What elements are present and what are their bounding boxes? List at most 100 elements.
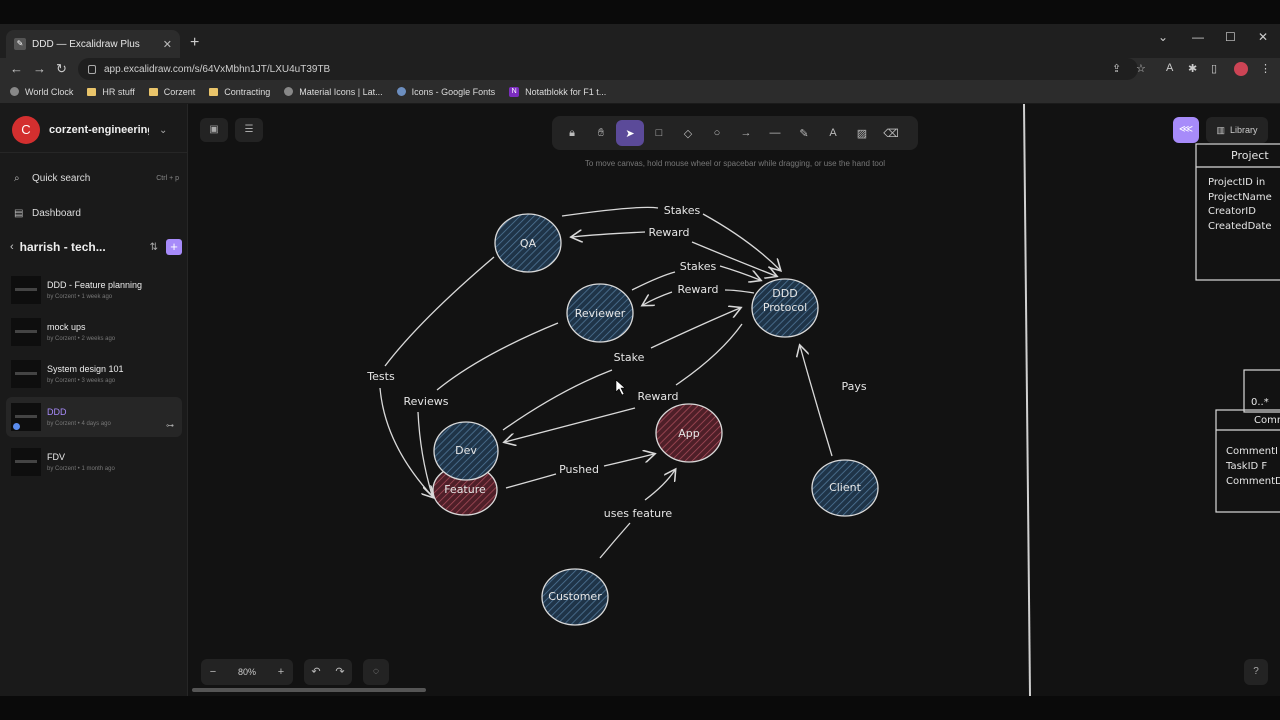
hand-icon[interactable]: ✋︎ (597, 126, 605, 139)
lock-icon[interactable]: 🔒︎ (569, 126, 575, 139)
bookmark-hr-stuff[interactable]: HR stuff (87, 87, 135, 97)
main-menu-button[interactable]: ☰ (235, 118, 263, 142)
project-entity-box[interactable] (1195, 143, 1280, 281)
sidebar-item-dashboard[interactable]: ▤ Dashboard (14, 207, 81, 219)
edge-label-tests: Tests (366, 370, 395, 383)
shape-toolbar: 🔒︎ ✋︎ ➤ □ ◇ ○ → — ✎ A ▨ ⌫ (552, 116, 918, 150)
node-customer[interactable] (541, 568, 609, 626)
drawing-canvas[interactable]: QA Reviewer DDD Protocol Dev Feature App… (188, 103, 1280, 697)
scene-title: mock ups (47, 322, 86, 332)
star-icon[interactable]: ☆ (1136, 63, 1146, 75)
ellipse-icon[interactable]: ○ (713, 127, 721, 139)
sidepanel-icon[interactable]: ▯ (1211, 63, 1218, 75)
forward-icon[interactable]: → (33, 61, 46, 76)
eraser-icon[interactable]: ⌫ (883, 127, 899, 140)
relation-box (1243, 369, 1280, 413)
diamond-icon[interactable]: ◇ (683, 127, 693, 140)
zoom-out-button[interactable]: − (209, 666, 217, 678)
edge-arrow (572, 232, 646, 237)
node-app[interactable] (655, 403, 723, 463)
maximize-icon[interactable]: ☐ (1225, 30, 1236, 44)
new-tab-icon[interactable]: + (190, 34, 200, 51)
scene-item[interactable]: mock ups by Corzent • 2 weeks ago (6, 312, 182, 352)
edge-arrow (603, 454, 654, 467)
sidebar-toggle-button[interactable]: ▣ (200, 118, 228, 142)
horizontal-scrollbar[interactable] (192, 688, 426, 692)
canvas-hint: To move canvas, hold mouse wheel or spac… (584, 159, 886, 168)
edge-label-stakes: Stakes (664, 204, 701, 217)
pointer-icon[interactable]: ➤ (616, 120, 644, 146)
scene-item[interactable]: DDD - Feature planning by Corzent • 1 we… (6, 270, 182, 310)
node-client[interactable] (811, 459, 879, 517)
project-field: CreatedDate (1208, 221, 1271, 232)
bookmark-world-clock[interactable]: World Clock (10, 87, 73, 97)
sort-icon[interactable]: ⇅ (149, 241, 158, 253)
text-icon[interactable]: A (829, 127, 837, 139)
edge-arrow (800, 346, 833, 457)
back-chevron-icon[interactable]: ‹ (10, 241, 14, 253)
presence-dot (13, 423, 20, 430)
arrow-icon[interactable]: → (740, 127, 752, 139)
share-icon[interactable]: ⇪ (1112, 63, 1122, 75)
redo-icon[interactable]: ↷ (335, 666, 345, 678)
node-ddd-protocol[interactable] (751, 278, 819, 338)
comment-entity-title: Comm (1254, 415, 1280, 426)
extension-a-icon[interactable]: A (1166, 62, 1174, 74)
close-tab-icon[interactable]: ✕ (162, 38, 172, 51)
minimize-icon[interactable]: — (1192, 30, 1204, 44)
folder-icon (209, 87, 219, 96)
add-scene-button[interactable]: + (166, 239, 182, 255)
os-title-bar (0, 0, 1280, 24)
scene-meta: by Corzent • 1 week ago (47, 294, 113, 300)
help-icon[interactable]: ? (1244, 659, 1268, 685)
comment-entity-box[interactable] (1215, 409, 1280, 513)
workspace-avatar: C (12, 116, 40, 144)
tab-search-icon[interactable]: ⌄ (1158, 30, 1169, 44)
scene-thumbnail (11, 318, 41, 346)
node-reviewer[interactable] (566, 283, 634, 343)
edge-label-pays: Pays (841, 380, 866, 393)
url-field[interactable]: app.excalidraw.com/s/64VxMbhn1JT/LXU4uT3… (78, 58, 1138, 80)
node-qa[interactable] (494, 213, 562, 273)
menu-kebab-icon[interactable]: ⋮ (1260, 63, 1271, 75)
back-icon[interactable]: ← (10, 61, 23, 76)
link-icon[interactable]: ⊶ (166, 421, 174, 430)
scene-item[interactable]: System design 101 by Corzent • 3 weeks a… (6, 354, 182, 394)
bookmark-corzent[interactable]: Corzent (148, 87, 195, 97)
zoom-level[interactable]: 80% (237, 667, 256, 677)
bookmark-contracting[interactable]: Contracting (209, 87, 270, 97)
image-icon[interactable]: ▨ (856, 127, 868, 140)
node-ddd-label-line1: DDD (772, 287, 797, 300)
node-dev[interactable] (433, 421, 499, 481)
library-button[interactable]: ▥ Library (1206, 117, 1268, 143)
folder-icon (87, 87, 97, 96)
close-window-icon[interactable]: ✕ (1258, 30, 1269, 44)
line-icon[interactable]: — (769, 127, 781, 139)
scene-item-active[interactable]: DDD by Corzent • 4 days ago ⊶ (6, 397, 182, 437)
profile-avatar[interactable] (1234, 62, 1248, 76)
rectangle-icon[interactable]: □ (655, 127, 663, 139)
bookmark-google-fonts[interactable]: Icons - Google Fonts (396, 87, 495, 97)
edge-arrow (702, 213, 780, 270)
url-text: app.excalidraw.com/s/64VxMbhn1JT/LXU4uT3… (104, 63, 331, 75)
quick-search[interactable]: ⌕ Quick search Ctrl + p (14, 172, 179, 184)
scene-title: FDV (47, 452, 65, 462)
scene-item[interactable]: FDV by Corzent • 1 month ago (6, 442, 182, 482)
scene-meta: by Corzent • 4 days ago (47, 421, 111, 427)
globe-icon (10, 87, 19, 96)
reload-icon[interactable]: ↻ (56, 61, 67, 76)
edge-line (505, 473, 557, 489)
share-button[interactable]: ⋘ (1173, 117, 1199, 143)
workspace-switcher[interactable]: C corzent-engineering ⌄ (12, 116, 182, 144)
comment-icon[interactable]: ◌ (363, 659, 389, 685)
undo-icon[interactable]: ↶ (311, 666, 321, 678)
pencil-icon[interactable]: ✎ (799, 127, 809, 140)
frame-border (1023, 103, 1031, 697)
collection-name[interactable]: harrish - tech... (19, 240, 106, 254)
bookmark-material-icons[interactable]: Material Icons | Lat... (284, 87, 383, 97)
diagram-svg: QA Reviewer DDD Protocol Dev Feature App… (366, 103, 1280, 697)
zoom-in-button[interactable]: + (277, 666, 285, 678)
browser-tab[interactable]: ✎ DDD — Excalidraw Plus ✕ (6, 30, 180, 58)
puzzle-icon[interactable]: ✱ (1188, 63, 1198, 75)
